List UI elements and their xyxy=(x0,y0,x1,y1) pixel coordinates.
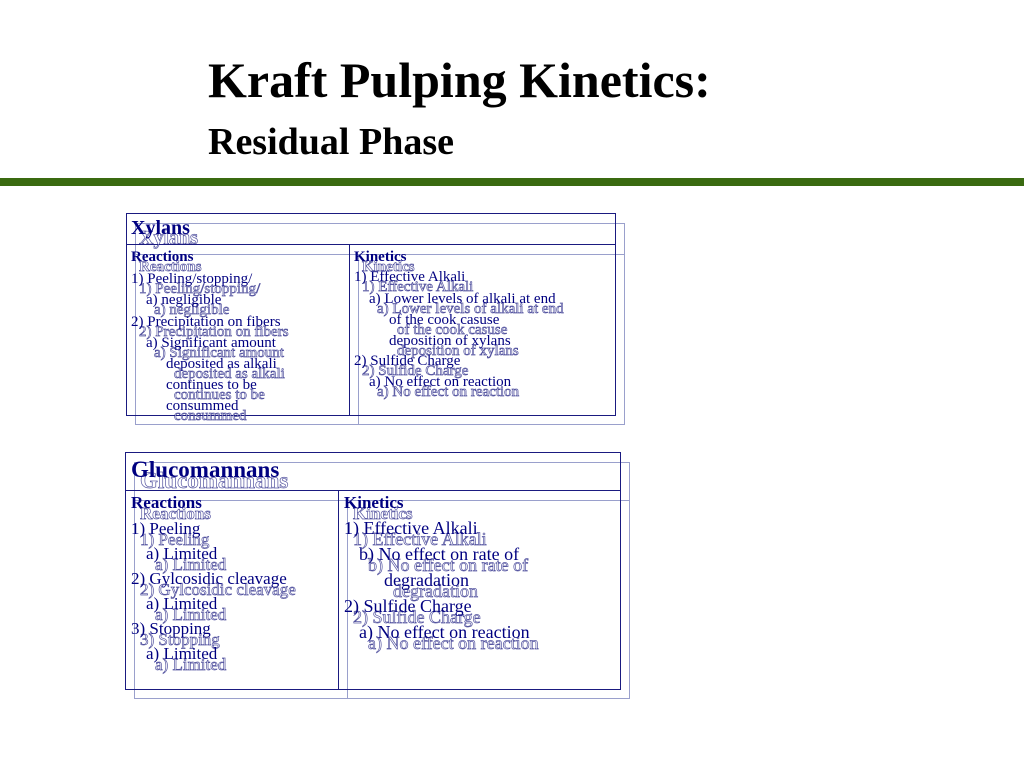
xylans-kinetics-line-echo: deposition of xylans xyxy=(397,343,519,359)
xylans-reaction-line-echo: deposited as alkali xyxy=(174,366,286,382)
glucomannans-reaction-line-echo: a) Limited xyxy=(155,655,227,674)
xylans-reaction-line: a) negligible xyxy=(146,292,222,308)
glucomannans-reactions-label-echo: Reactions xyxy=(140,504,212,523)
xylans-kinetics-line: a) No effect on reaction xyxy=(369,374,512,390)
xylans-kinetics-line: deposition of xylans xyxy=(389,333,511,349)
xylans-reaction-line-echo: consummed xyxy=(174,408,247,424)
glucomannans-kinetics-line: 1) Effective Alkali xyxy=(344,518,478,538)
glucomannans-kinetics-label-echo: Kinetics xyxy=(353,504,413,523)
xylans-reaction-line: a) Significant amount xyxy=(146,335,276,351)
title-divider xyxy=(0,178,1024,186)
xylans-kinetics-line-echo: of the cook casuse xyxy=(397,322,508,338)
glucomannans-kinetics-line: degradation xyxy=(384,570,469,590)
glucomannans-reaction-line: 3) Stopping xyxy=(131,619,211,638)
glucomannans-kinetics-line-echo: a) No effect on reaction xyxy=(368,633,539,653)
xylans-reactions-label-echo: Reactions xyxy=(139,259,202,275)
xylans-reaction-line: 1) Peeling/stopping/ xyxy=(131,271,253,287)
xylans-table-shadow xyxy=(135,223,625,425)
xylans-reaction-line-echo: a) negligible xyxy=(154,302,230,318)
xylans-kinetics-label-echo: Kinetics xyxy=(362,259,415,275)
xylans-reaction-line-echo: continues to be xyxy=(174,387,266,403)
slide-title: Kraft Pulping Kinetics: xyxy=(208,52,711,108)
xylans-reaction-line-echo: 2) Precipitation on fibers xyxy=(139,324,289,340)
xylans-reaction-line-echo: 1) Peeling/stopping/ xyxy=(139,281,261,297)
xylans-kinetics-line: a) Lower levels of alkali at end xyxy=(369,291,556,307)
glucomannans-reaction-line-echo: 1) Peeling xyxy=(140,530,210,549)
glucomannans-reactions-label: Reactions xyxy=(131,493,202,512)
glucomannans-table-frame xyxy=(125,452,621,690)
glucomannans-kinetics-line: a) No effect on reaction xyxy=(359,622,530,642)
xylans-reactions-label: Reactions xyxy=(131,249,194,265)
xylans-reaction-line: consummed xyxy=(166,398,239,414)
glucomannans-kinetics-line-echo: 2) Sulfide Charge xyxy=(353,607,481,627)
glucomannans-kinetics-line-echo: degradation xyxy=(393,581,479,601)
glucomannans-kinetics-line: b) No effect on rate of xyxy=(359,544,520,564)
xylans-kinetics-line: 2) Sulfide Charge xyxy=(354,353,461,369)
xylans-kinetics-line-echo: a) No effect on reaction xyxy=(377,384,520,400)
glucomannans-reaction-line: 1) Peeling xyxy=(131,519,201,538)
xylans-reaction-line-echo: a) Significant amount xyxy=(154,345,285,361)
xylans-reaction-line: deposited as alkali xyxy=(166,356,277,372)
glucomannans-reaction-line-echo: a) Limited xyxy=(155,605,227,624)
glucomannans-reaction-line-echo: 3) Stopping xyxy=(140,630,221,649)
glucomannans-reaction-line: a) Limited xyxy=(146,544,218,563)
glucomannans-kinetics-line-echo: b) No effect on rate of xyxy=(368,555,529,575)
xylans-header-echo: Xylans xyxy=(139,227,199,249)
xylans-header: Xylans xyxy=(131,217,190,239)
xylans-kinetics-line-echo: a) Lower levels of alkali at end xyxy=(377,301,564,317)
xylans-kinetics-line: 1) Effective Alkali xyxy=(354,269,466,285)
glucomannans-reaction-line-echo: 2) Gylcosidic cleavage xyxy=(140,580,296,599)
xylans-kinetics-line: of the cook casuse xyxy=(389,312,500,328)
slide-subtitle: Residual Phase xyxy=(208,121,454,163)
xylans-kinetics-line-echo: 1) Effective Alkali xyxy=(362,279,474,295)
glucomannans-kinetics-line-echo: 1) Effective Alkali xyxy=(353,529,487,549)
glucomannans-kinetics-line: 2) Sulfide Charge xyxy=(344,596,472,616)
xylans-kinetics-line-echo: 2) Sulfide Charge xyxy=(362,363,469,379)
glucomannans-reaction-line: a) Limited xyxy=(146,594,218,613)
xylans-table-frame xyxy=(126,213,616,416)
glucomannans-header-echo: Glucomannans xyxy=(140,468,289,493)
glucomannans-kinetics-label: Kinetics xyxy=(344,493,404,512)
glucomannans-reaction-line-echo: a) Limited xyxy=(155,555,227,574)
xylans-reaction-line: continues to be xyxy=(166,377,257,393)
glucomannans-header: Glucomannans xyxy=(131,457,280,482)
glucomannans-table-shadow xyxy=(134,462,630,699)
xylans-kinetics-label: Kinetics xyxy=(354,249,407,265)
glucomannans-reaction-line: a) Limited xyxy=(146,644,218,663)
xylans-reaction-line: 2) Precipitation on fibers xyxy=(131,314,281,330)
glucomannans-reaction-line: 2) Gylcosidic cleavage xyxy=(131,569,287,588)
